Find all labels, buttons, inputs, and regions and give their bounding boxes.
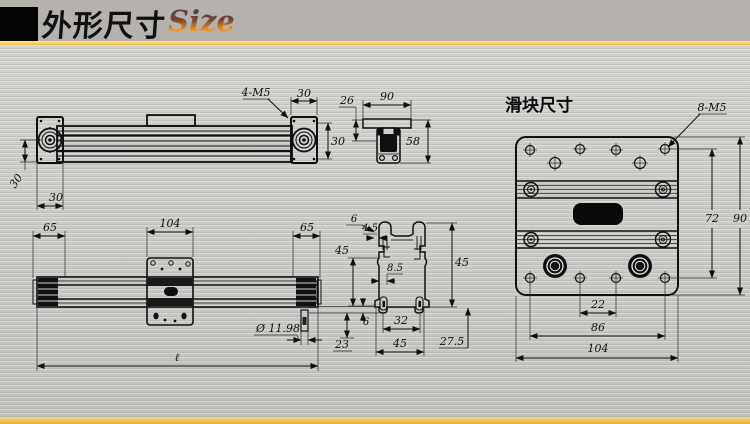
rail-end-view: 26 90 58 (339, 90, 432, 164)
dim-section-right-45: 45 (454, 256, 469, 269)
dim-total-length: ℓ (175, 351, 180, 364)
dim-section-23: 23 (334, 338, 349, 351)
gold-divider-bottom (0, 417, 750, 424)
header-bar: 外形尺寸 Size (0, 0, 750, 44)
right-end-block (290, 116, 318, 164)
dim-side-top-30: 30 (297, 87, 311, 100)
dim-section-low-6: 6 (363, 317, 370, 328)
rail-side-view: 4-M5 30 30 30 30 (7, 86, 345, 210)
dim-side-left-30: 30 (7, 172, 26, 191)
drawing-area: 4-M5 30 30 30 30 (0, 45, 750, 417)
dim-thread-8m5: 8-M5 (698, 101, 727, 114)
dim-carriage-104: 104 (588, 342, 609, 355)
left-end-block (36, 116, 64, 164)
dim-top-left-65: 65 (43, 221, 57, 234)
carriage-tab (146, 114, 196, 127)
page-title: 外形尺寸 (40, 9, 167, 44)
carriage-center-slot (573, 203, 623, 225)
gold-divider-top (0, 41, 750, 45)
dim-section-32: 32 (394, 314, 408, 327)
rail-cross-section-view: 6 4.5 45 8.5 6 2 (333, 214, 472, 356)
dim-carriage-22: 22 (590, 298, 605, 311)
technical-drawing: 4-M5 30 30 30 30 (7, 86, 747, 371)
dim-section-bottom-45: 45 (392, 337, 407, 350)
drive-shaft (300, 309, 309, 332)
carriage-upper-strip (515, 180, 679, 199)
carriage-bottom-holes (523, 271, 672, 285)
dim-section-85: 8.5 (387, 263, 403, 274)
dim-section-top-6: 6 (351, 214, 358, 225)
dim-end-26: 26 (339, 94, 354, 107)
top-view-left-cap (38, 278, 58, 306)
carriage-section-title: 滑块尺寸 (505, 95, 573, 116)
dim-section-275: 27.5 (439, 335, 465, 348)
dim-section-45s: 4.5 (361, 223, 378, 234)
dim-side-right-30: 30 (331, 135, 345, 148)
carriage-view: 滑块尺寸 (505, 95, 747, 362)
top-view-carriage-plate (146, 257, 194, 326)
rail-top-view: 65 104 65 Ø 11.98 ℓ (32, 217, 379, 371)
bearing-cap-left (543, 254, 567, 278)
dim-end-90: 90 (380, 90, 394, 103)
dim-side-bottom-30: 30 (49, 191, 63, 204)
carriage-top-holes (523, 142, 672, 171)
dim-carriage-72: 72 (705, 212, 719, 225)
dim-top-right-65: 65 (300, 221, 314, 234)
top-view-right-cap (296, 278, 316, 306)
dim-end-58: 58 (406, 135, 420, 148)
dim-section-left-45: 45 (334, 244, 349, 257)
bearing-cap-right (628, 254, 652, 278)
page-title-en: Size (168, 4, 235, 38)
header-left-block (0, 7, 38, 41)
dim-carriage-90: 90 (733, 212, 747, 225)
dim-top-104: 104 (160, 217, 181, 230)
extrusion-profile (374, 221, 430, 314)
dim-shaft-diameter: Ø 11.98 (255, 322, 300, 335)
dim-thread-4m5: 4-M5 (241, 86, 271, 99)
dim-carriage-86: 86 (591, 321, 605, 334)
carriage-lower-strip (515, 230, 679, 249)
